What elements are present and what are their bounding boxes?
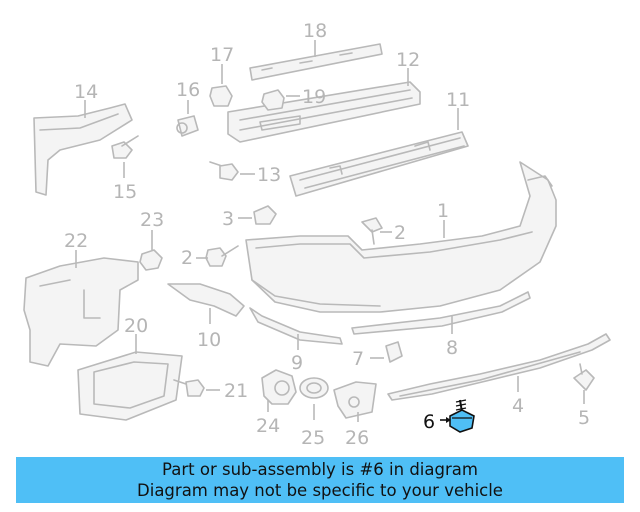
- part-20-module: [77, 334, 183, 421]
- part-18-bracket: [249, 40, 383, 81]
- part-26-sensor-bracket: [333, 381, 377, 422]
- callout-11: 11: [446, 89, 470, 111]
- callout-17: 17: [210, 44, 234, 66]
- part-23-nut: [139, 230, 163, 271]
- part-2-screw-left: [196, 245, 239, 267]
- part-info-banner: Part or sub-assembly is #6 in diagram Di…: [16, 457, 624, 503]
- part-4-trim-strip: [387, 333, 611, 401]
- callout-20: 20: [124, 315, 148, 337]
- part-6-bolt-highlight: [440, 399, 475, 433]
- callout-13: 13: [257, 164, 281, 186]
- part-22-bracket: [23, 250, 139, 367]
- part-9-strip: [249, 307, 343, 350]
- part-10-molding: [167, 283, 245, 324]
- banner-line-disclaimer: Diagram may not be specific to your vehi…: [137, 481, 503, 500]
- callout-4: 4: [512, 395, 524, 417]
- part-1-bumper-cover: [245, 161, 557, 313]
- part-7-clip: [370, 341, 403, 363]
- callout-15: 15: [113, 181, 137, 203]
- part-21-bolt: [173, 379, 220, 397]
- callout-23: 23: [140, 209, 164, 231]
- callout-9: 9: [291, 352, 303, 374]
- part-15-bolt: [111, 135, 139, 178]
- callout-2-upper: 2: [394, 222, 406, 244]
- callout-14: 14: [74, 81, 98, 103]
- part-24-sensor: [261, 369, 297, 412]
- callout-7: 7: [352, 348, 364, 370]
- callout-2-left: 2: [181, 247, 193, 269]
- part-2-screw-upper: [361, 217, 392, 245]
- callout-18: 18: [303, 20, 327, 42]
- callout-12: 12: [396, 49, 420, 71]
- callout-19: 19: [302, 86, 326, 108]
- callout-10: 10: [197, 329, 221, 351]
- part-25-ring: [299, 377, 329, 420]
- part-11-absorber: [289, 108, 469, 197]
- callout-8: 8: [446, 337, 458, 359]
- part-12-reinforcement: [227, 68, 421, 143]
- part-14-side-bracket: [33, 100, 133, 196]
- part-17-nut: [209, 64, 233, 107]
- banner-line-part-number: Part or sub-assembly is #6 in diagram: [162, 460, 478, 479]
- part-5-clip: [573, 363, 595, 404]
- callout-3: 3: [222, 208, 234, 230]
- part-13-bolt: [209, 161, 255, 181]
- parts-diagram: 1 2 2 3 4 5 6 7 8 9 10 11 12 13 14 15 16…: [23, 20, 611, 449]
- callout-16: 16: [176, 79, 200, 101]
- part-16-clip: [176, 100, 199, 137]
- callout-6-highlight: 6: [423, 411, 435, 433]
- callout-5: 5: [578, 407, 590, 429]
- part-19-nut: [261, 89, 300, 111]
- callout-1: 1: [437, 200, 449, 222]
- callout-22: 22: [64, 230, 88, 252]
- part-8-lower-molding: [351, 291, 531, 335]
- callout-25: 25: [301, 427, 325, 449]
- part-3-clip: [238, 205, 277, 225]
- callout-26: 26: [345, 427, 369, 449]
- callout-24: 24: [256, 415, 280, 437]
- callout-21: 21: [224, 380, 248, 402]
